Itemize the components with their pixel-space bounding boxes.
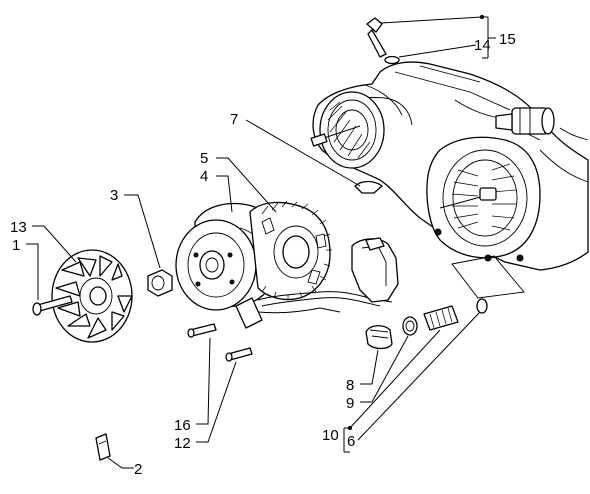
- callout-2: 2: [134, 461, 142, 478]
- wiring-harness: [235, 237, 399, 329]
- sealing-washer: [402, 316, 418, 336]
- callout-10: 10: [322, 427, 339, 444]
- oil-filter-screen: [423, 305, 459, 331]
- callout-13: 13: [10, 219, 27, 236]
- callout-1: 1: [12, 237, 20, 254]
- fan-screw: [32, 295, 73, 316]
- cooling-fan: [51, 249, 133, 343]
- fan-cover: [426, 136, 541, 262]
- callout-labels: 15 14 7 5 4 3 13 1 8 9 10 6 16 12 2: [10, 31, 516, 478]
- flywheel-nut: [147, 269, 173, 297]
- wire-clip: [95, 433, 111, 461]
- callout-6: 6: [347, 433, 355, 450]
- callout-15: 15: [499, 31, 516, 48]
- clutch-drum: [310, 91, 385, 169]
- callout-3: 3: [110, 187, 118, 204]
- case-bolt-assembly: [366, 17, 400, 65]
- callout-12: 12: [174, 435, 191, 452]
- stator-screws: [187, 323, 253, 362]
- o-ring: [476, 298, 488, 314]
- starter-motor: [495, 107, 555, 135]
- callout-16: 16: [174, 417, 191, 434]
- callout-7: 7: [230, 111, 238, 128]
- exploded-guide-lines: [451, 255, 525, 299]
- callout-14: 14: [474, 37, 491, 54]
- callout-9: 9: [346, 395, 354, 412]
- callout-8: 8: [346, 377, 354, 394]
- stator: [249, 200, 332, 301]
- leader-lines: [26, 14, 496, 469]
- callout-5: 5: [200, 150, 208, 167]
- callout-4: 4: [200, 168, 208, 185]
- woodruff-key: [354, 180, 383, 194]
- oil-drain-plug: [365, 325, 393, 350]
